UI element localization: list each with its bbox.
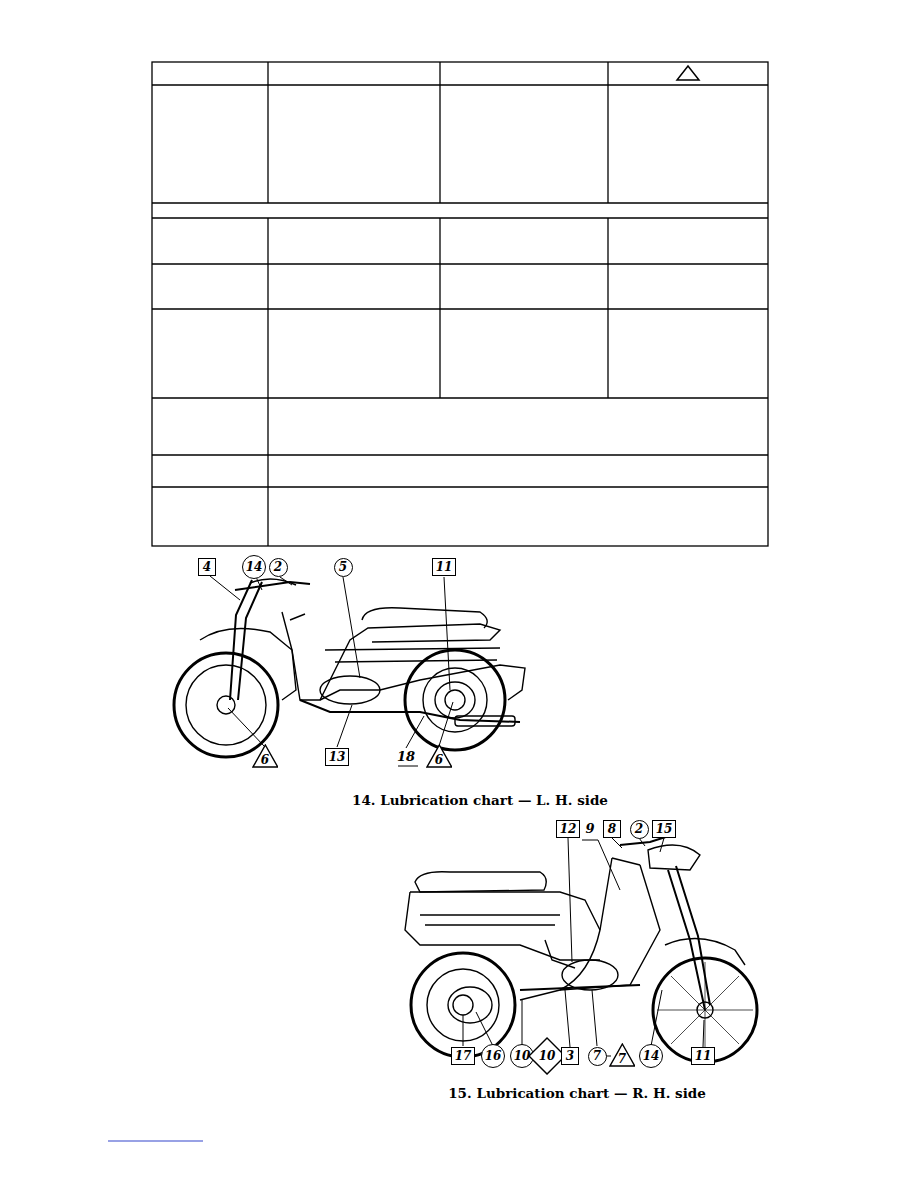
callout-number: 17 xyxy=(455,1050,472,1062)
callout-number: 10 xyxy=(539,1050,556,1062)
callout-circle: 2 xyxy=(269,558,288,577)
callout-number: 5 xyxy=(339,561,347,573)
callout-circle: 2 xyxy=(630,820,649,839)
empty-table xyxy=(152,62,768,546)
callout-number: 15 xyxy=(656,823,673,835)
callout-number: 12 xyxy=(560,823,577,835)
callout-number: 6 xyxy=(261,754,269,766)
callout-circle: 14 xyxy=(639,1044,664,1069)
callout-number: 2 xyxy=(274,561,282,573)
callout-number: 14 xyxy=(246,561,263,573)
figure-caption: 15. Lubrication chart — R. H. side xyxy=(448,1086,706,1101)
callout-square: 17 xyxy=(451,1047,475,1065)
callout-circle: 14 xyxy=(242,555,267,580)
figure-caption: 14. Lubrication chart — L. H. side xyxy=(352,793,608,808)
callout-circle: 5 xyxy=(334,558,353,577)
callout-triangle: 6 xyxy=(252,744,279,768)
callout-number: 3 xyxy=(566,1050,574,1062)
leader-lines-fig15 xyxy=(463,838,704,1056)
callout-number: 16 xyxy=(485,1050,502,1062)
callout-circle: 16 xyxy=(481,1044,506,1069)
callout-square: 13 xyxy=(325,748,349,766)
callout-number: 4 xyxy=(203,561,211,573)
callout-triangle: 6 xyxy=(426,744,453,768)
callout-square: 11 xyxy=(691,1047,715,1065)
callout-number: 14 xyxy=(643,1050,660,1062)
callout-number: 7 xyxy=(593,1050,601,1062)
callout-square: 3 xyxy=(561,1047,579,1065)
callout-number: 2 xyxy=(635,823,643,835)
callout-square: 12 xyxy=(556,820,580,838)
scooter-right-side xyxy=(405,835,757,1062)
callout-number: 13 xyxy=(329,751,346,763)
scooter-left-side xyxy=(174,579,525,757)
callout-number: 8 xyxy=(608,823,616,835)
callout-number: 11 xyxy=(695,1050,712,1062)
callout-number: 18 xyxy=(396,750,416,764)
callout-number: 9 xyxy=(584,822,595,836)
leader-lines-fig14 xyxy=(210,576,453,766)
callout-number: 10 xyxy=(514,1050,531,1062)
callout-number: 6 xyxy=(435,754,443,766)
callout-square: 11 xyxy=(432,558,456,576)
callout-circle: 7 xyxy=(588,1047,607,1066)
callout-square: 8 xyxy=(603,820,621,838)
link-underline xyxy=(108,1140,203,1141)
callout-square: 15 xyxy=(652,820,676,838)
callout-triangle: 7 xyxy=(609,1043,636,1067)
callout-square: 4 xyxy=(198,558,216,576)
callout-number: 7 xyxy=(618,1053,626,1065)
callout-number: 11 xyxy=(436,561,453,573)
